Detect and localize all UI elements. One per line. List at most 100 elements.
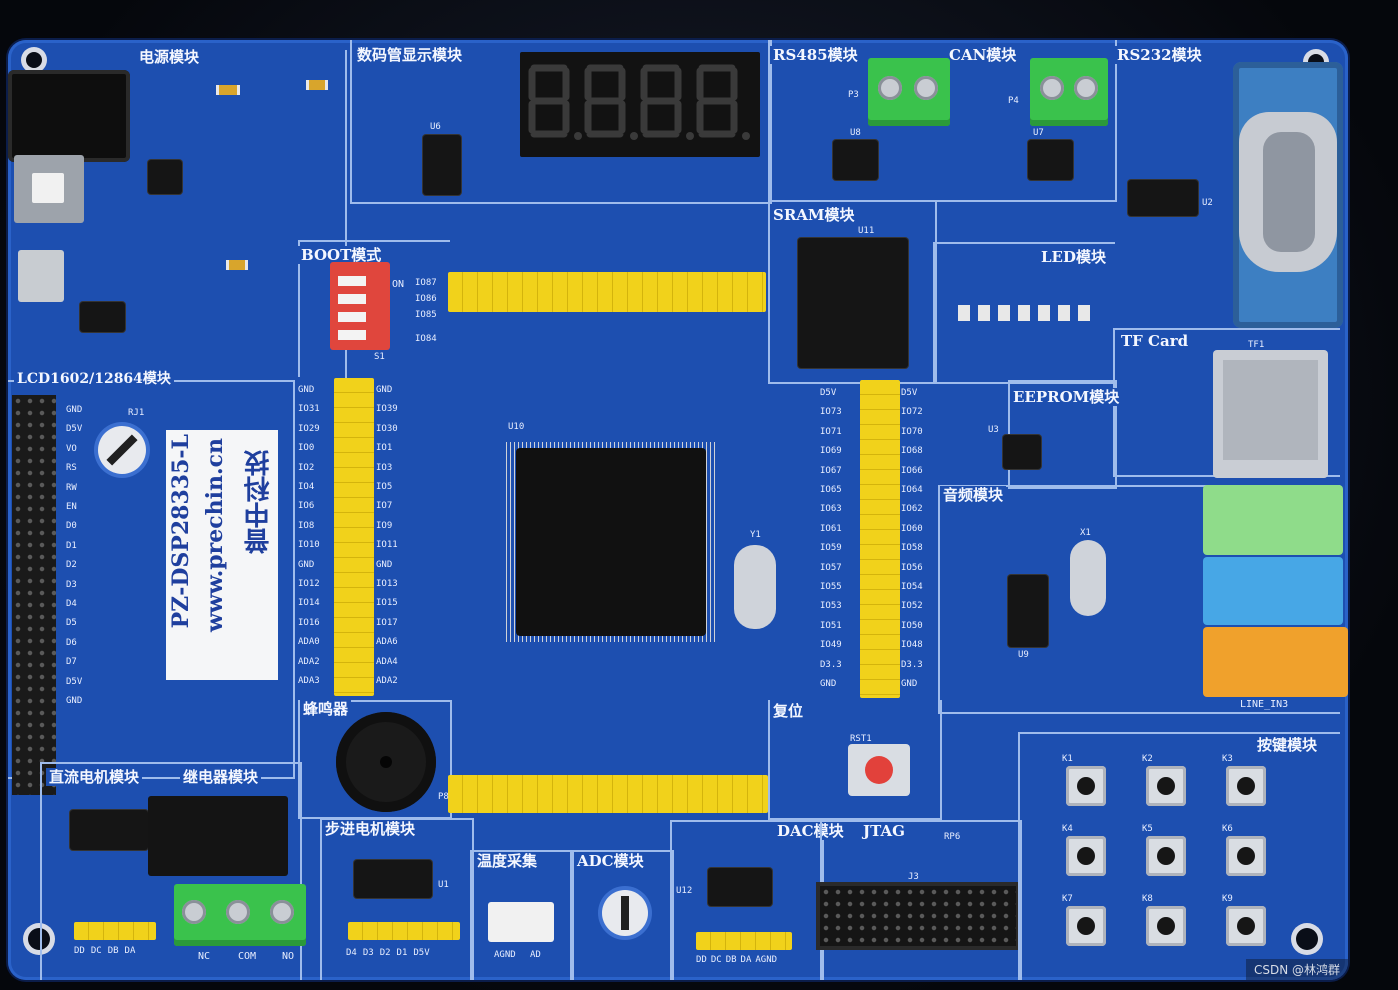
key-button-4[interactable] (1066, 836, 1106, 876)
sram-chip (793, 238, 913, 368)
key-button-7[interactable] (1066, 906, 1106, 946)
boot-mode-label: BOOT模式 (298, 246, 385, 264)
db9-serial-connector[interactable] (1233, 62, 1343, 328)
buzzer (336, 712, 436, 812)
left-header-a-pin-1: IO31 (298, 404, 320, 415)
audio-jack-green[interactable] (1203, 485, 1343, 555)
ref-rp6: RP6 (944, 832, 961, 842)
can-module-label: CAN模块 (946, 46, 1020, 64)
ref-u10: U10 (508, 422, 525, 432)
stepper-zone-outline (320, 818, 474, 980)
dc-power-jack[interactable] (8, 70, 130, 162)
eeprom-chip (998, 435, 1046, 469)
tf-card-slot[interactable] (1213, 350, 1328, 478)
top-gpio-header[interactable] (448, 272, 766, 312)
key-button-2[interactable] (1146, 766, 1186, 806)
right-header-a-pin-10: IO55 (820, 582, 842, 592)
stepper-header[interactable] (348, 922, 460, 940)
mounting-hole (26, 52, 42, 68)
power-module-label: 电源模块 (136, 48, 203, 66)
stepper-driver-chip (349, 860, 437, 898)
ref-u3: U3 (988, 425, 999, 435)
key-button-3[interactable] (1226, 766, 1266, 806)
key-button-8[interactable] (1146, 906, 1186, 946)
dac-header[interactable] (696, 932, 792, 950)
tantalum-capacitor (306, 80, 328, 90)
lcd-pin-label-15: GND (66, 696, 83, 706)
left-header-a-pin-8: IO10 (298, 540, 320, 551)
boot-dip-switch[interactable] (330, 262, 390, 350)
lcd-pin-label-9: D3 (66, 579, 77, 590)
led-array (958, 305, 1098, 321)
contrast-potentiometer[interactable] (98, 426, 146, 474)
relay-terminal-block[interactable] (174, 884, 306, 946)
dac-pin-label-1: DC (710, 955, 722, 965)
audio-codec-chip (1003, 575, 1053, 647)
rs232-transceiver (1123, 180, 1203, 216)
usb-port[interactable] (18, 250, 64, 302)
relay-term-nc: NC (198, 951, 211, 962)
audio-jack-blue[interactable] (1203, 557, 1343, 625)
lcd-pin-label-11: D5 (66, 618, 77, 629)
segment-display-label: 数码管显示模块 (354, 46, 466, 64)
right-header-a-pin-5: IO65 (820, 485, 842, 495)
bottom-gpio-header[interactable] (448, 775, 768, 813)
right-header-b-pin-15: GND (901, 679, 918, 689)
key-label-9: K9 (1222, 894, 1233, 904)
right-header-a-pin-3: IO69 (820, 446, 842, 457)
left-header-a-pin-7: IO8 (298, 520, 315, 531)
left-gpio-header[interactable] (334, 378, 374, 696)
relay-term-com: COM (238, 951, 257, 962)
right-header-b-pin-2: IO70 (901, 426, 923, 437)
motor-header[interactable] (74, 922, 156, 940)
right-gpio-header[interactable] (860, 380, 900, 698)
mounting-hole (28, 928, 50, 950)
audio-zone-outline (938, 485, 1340, 714)
left-header-b-pin-1: IO39 (376, 404, 398, 415)
comm-zone-outline (768, 40, 1117, 202)
ref-p8: P8 (438, 792, 449, 802)
dac-module-label: DAC模块 (774, 822, 847, 840)
left-header-b-pin-12: IO17 (376, 617, 398, 628)
stepper-pin-label-3: D1 (396, 948, 408, 958)
right-header-b-pin-13: IO48 (901, 640, 923, 651)
reset-button[interactable] (848, 744, 910, 796)
boot-zone-outline (298, 240, 450, 377)
stepper-label: 步进电机模块 (322, 820, 419, 838)
key-label-8: K8 (1142, 894, 1153, 904)
lcd-header-connector[interactable] (12, 395, 56, 795)
ref-u8: U8 (850, 128, 861, 138)
lcd-pin-label-14: D5V (66, 676, 83, 687)
left-header-a-pin-5: IO4 (298, 482, 315, 492)
key-button-1[interactable] (1066, 766, 1106, 806)
key-button-6[interactable] (1226, 836, 1266, 876)
temperature-sensor-socket[interactable] (488, 902, 554, 942)
boot-pin-io86: IO86 (415, 294, 437, 304)
dac-pin-label-4: AGND (755, 955, 778, 965)
sram-zone-outline (768, 200, 937, 384)
mounting-hole (1296, 928, 1318, 950)
right-header-a-pin-6: IO63 (820, 504, 842, 515)
rs485-terminal[interactable] (868, 58, 950, 126)
key-button-9[interactable] (1226, 906, 1266, 946)
adc-potentiometer[interactable] (602, 890, 648, 936)
brand-label-panel: 普中科技 www.prechin.cn PZ-DSP28335-L (166, 430, 278, 680)
left-header-a-pin-2: IO29 (298, 423, 320, 434)
key-button-5[interactable] (1146, 836, 1186, 876)
left-header-a-pin-15: ADA3 (298, 676, 320, 686)
brand-cn-text: 普中科技 (244, 450, 274, 554)
left-header-b-pin-14: ADA4 (376, 656, 398, 667)
line-in-label: LINE_IN3 (1240, 699, 1289, 710)
relay-label: 继电器模块 (180, 768, 262, 786)
audio-jack-orange[interactable] (1203, 627, 1348, 697)
voltage-regulator (75, 302, 130, 332)
can-terminal[interactable] (1030, 58, 1108, 126)
lcd-pin-label-8: D2 (66, 560, 77, 571)
jtag-connector[interactable] (820, 886, 1016, 946)
left-header-a-pin-3: IO0 (298, 443, 315, 454)
power-switch[interactable] (14, 155, 84, 223)
ref-y1: Y1 (750, 530, 761, 540)
tantalum-capacitor (216, 85, 240, 95)
segment-zone-outline (350, 40, 772, 204)
